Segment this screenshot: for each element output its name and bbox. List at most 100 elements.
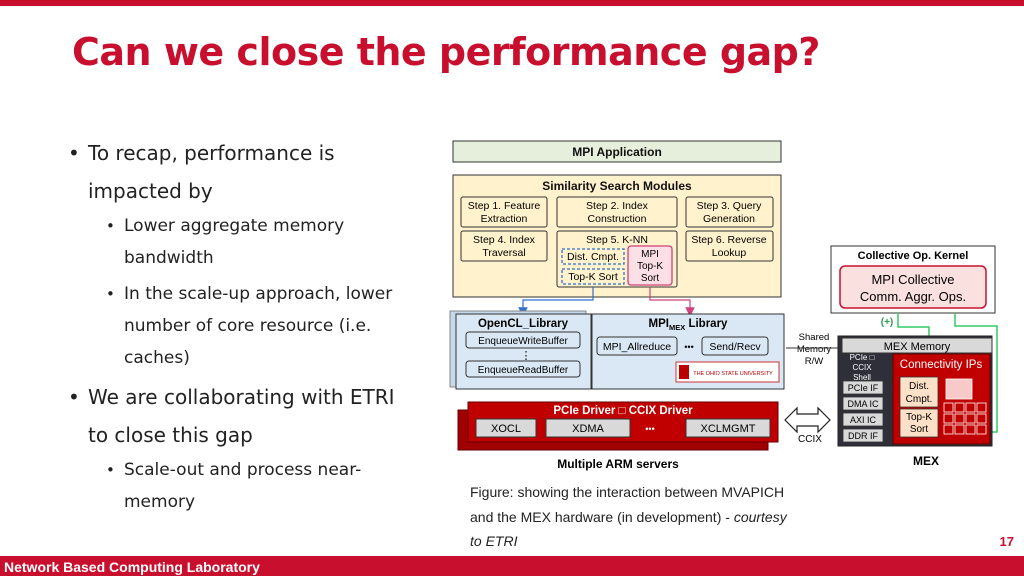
- sub-bullet-scale-up: In the scale-up approach, lower number o…: [66, 278, 436, 374]
- mpi-mex-title-part: Library: [685, 318, 728, 330]
- caption-italic: to ETRI: [470, 533, 518, 549]
- enqueue-write-label: EnqueueWriteBuffer: [478, 336, 568, 347]
- bullet-text: memory: [124, 492, 196, 512]
- mpi-allreduce-box: [596, 336, 678, 356]
- ddr-if-label: DDR IF: [848, 431, 878, 441]
- dma-ic-box: [842, 396, 884, 411]
- topk-sort-label: Top-K Sort: [568, 271, 618, 283]
- dma-ic-label: DMA IC: [847, 399, 879, 409]
- mpi-mex-title-part: MPI: [649, 318, 669, 330]
- keypad-key: [954, 424, 965, 435]
- ccix-double-arrow: [784, 406, 831, 434]
- step1-label: Step 1. Feature: [468, 200, 541, 212]
- enqueue-read-label: EnqueueReadBuffer: [478, 365, 569, 376]
- mex-label: MEX: [913, 454, 939, 468]
- step6-label: Lookup: [712, 247, 747, 259]
- caption-line: and the MEX hardware (in development) - …: [470, 505, 840, 530]
- calculator-keypad-icon: [943, 402, 987, 435]
- blue-connector-arrow: [518, 287, 594, 317]
- step4-label: Traversal: [482, 247, 525, 259]
- send-recv-label: Send/Recv: [709, 341, 761, 353]
- step2-box: [556, 196, 678, 228]
- xocl-label: XOCL: [491, 423, 521, 435]
- step3-label: Step 3. Query: [697, 200, 763, 212]
- step1-box: [460, 196, 548, 228]
- bullet-text: caches): [124, 348, 190, 368]
- mex-topk-box: [899, 408, 939, 438]
- pcie-shell-label: Shell: [853, 373, 871, 382]
- mex-topk-label: Sort: [910, 424, 929, 435]
- keypad-key: [965, 402, 976, 413]
- mpi-application-label: MPI Application: [572, 145, 662, 159]
- caption-line: Figure: showing the interaction between …: [470, 484, 785, 500]
- osu-logo-box: [675, 361, 780, 383]
- dist-cmpt-box: [561, 248, 625, 265]
- bullet-text: Scale-out and process near-: [124, 460, 362, 480]
- mpi-collective-box: [839, 265, 987, 309]
- mpi-mex-library-title: MPIMEX Library: [649, 318, 729, 332]
- xocl-box: [475, 418, 537, 438]
- mex-memory-box: [841, 337, 993, 354]
- step3-box: [685, 196, 774, 228]
- axi-ic-box: [842, 412, 884, 427]
- mpi-application-box: [452, 140, 782, 163]
- osu-logo-text: THE OHIO STATE UNIVERSITY: [693, 371, 773, 377]
- mex-memory-label: MEX Memory: [884, 341, 951, 353]
- step2-label: Step 2. Index: [586, 200, 649, 212]
- step6-label: Step 6. Reverse: [691, 234, 766, 246]
- keypad-key: [965, 413, 976, 424]
- axi-ic-label: AXI IC: [850, 415, 877, 425]
- bullet-text: Lower aggregate memory: [124, 216, 345, 236]
- step2-label: Construction: [588, 213, 647, 225]
- bullet-text: We are collaborating with ETRI: [88, 385, 395, 409]
- pink-connector-arrow: [649, 287, 695, 317]
- mpi-mex-title-sub: MEX: [669, 323, 685, 332]
- pcie-shell-label: PCIe □: [850, 353, 875, 362]
- send-recv-box: [701, 336, 769, 356]
- pcie-shell-label: CCIX: [852, 363, 872, 372]
- mpi-topk-label: Sort: [641, 273, 660, 284]
- multiple-arm-servers-label: Multiple ARM servers: [557, 457, 679, 471]
- step4-box: [460, 230, 548, 262]
- topk-sort-box: [561, 268, 625, 285]
- footer-lab-name: Network Based Computing Laboratory: [4, 559, 260, 575]
- pcie-ccix-driver-label: PCIe Driver □ CCIX Driver: [553, 405, 693, 417]
- step4-label: Step 4. Index: [473, 234, 536, 246]
- caption-italic: courtesy: [733, 508, 787, 525]
- enqueue-read-box: [465, 360, 581, 378]
- bullet-text: bandwidth: [124, 248, 214, 268]
- keypad-key: [943, 424, 954, 435]
- shared-memory-label: Memory: [797, 344, 832, 355]
- calculator-icon: [945, 378, 973, 400]
- osu-logo-icon: [679, 365, 689, 379]
- plus-label: (+): [881, 317, 894, 328]
- keypad-key: [976, 424, 987, 435]
- shared-memory-label: R/W: [805, 356, 824, 367]
- bullet-list: To recap, performance is impacted by Low…: [66, 134, 436, 518]
- similarity-search-title: Similarity Search Modules: [542, 179, 692, 193]
- pcie-if-label: PCIe IF: [848, 383, 879, 393]
- keypad-key: [976, 402, 987, 413]
- opencl-library-title: OpenCL_Library: [478, 318, 569, 330]
- step6-box: [685, 230, 774, 262]
- xdma-box: [545, 418, 631, 438]
- enqueue-write-box: [465, 331, 581, 349]
- mpi-collective-label: Comm. Aggr. Ops.: [860, 289, 966, 304]
- connectivity-ips-label: Connectivity IPs: [900, 359, 983, 371]
- bullet-text: To recap, performance is: [88, 141, 335, 165]
- keypad-key: [954, 402, 965, 413]
- sub-bullet-bandwidth: Lower aggregate memory bandwidth: [66, 210, 436, 274]
- keypad-key: [976, 413, 987, 424]
- sub-bullet-scale-out: Scale-out and process near- memory: [66, 454, 436, 518]
- page-number: 17: [999, 534, 1014, 549]
- vertical-dots: ⋮: [521, 350, 532, 362]
- keypad-key: [943, 402, 954, 413]
- mpi-topk-sort-box: [627, 245, 673, 286]
- keypad-key: [943, 413, 954, 424]
- horizontal-dots: •••: [684, 342, 693, 352]
- ddr-if-box: [842, 428, 884, 443]
- pcie-if-box: [842, 380, 884, 395]
- driver-dots: •••: [645, 424, 654, 434]
- footer-bar: Network Based Computing Laboratory: [0, 556, 1024, 576]
